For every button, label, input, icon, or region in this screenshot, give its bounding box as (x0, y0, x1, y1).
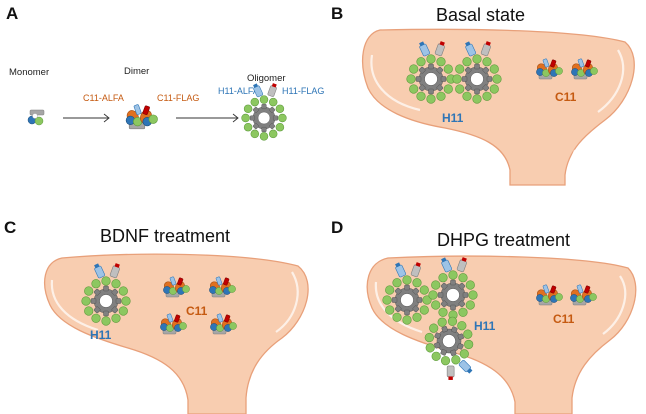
panel-c-h11-label: H11 (90, 328, 112, 342)
arrow-icon (63, 113, 110, 123)
panel-d-c11-label: C11 (553, 312, 575, 326)
monomer-label: Monomer (9, 67, 49, 78)
arrow-icon (176, 113, 239, 123)
panel-b-title: Basal state (436, 5, 525, 25)
h11-alfa-tag: H11-ALFA (218, 86, 259, 96)
panel-b-c11-label: C11 (555, 90, 577, 104)
panel-d-title: DHPG treatment (437, 230, 570, 250)
dimer-icon (124, 103, 158, 130)
c11-alfa-tag: C11-ALFA (83, 93, 124, 103)
h11-flag-tag: H11-FLAG (282, 86, 324, 96)
panel-b: B Basal state H11 C11 (331, 4, 635, 186)
panel-c: C BDNF treatment H11 C11 (4, 218, 309, 414)
panel-c-c11-label: C11 (186, 304, 208, 318)
panel-d-h11-label: H11 (474, 319, 496, 333)
monomer-icon (27, 109, 45, 126)
neuron-spine-b (362, 28, 635, 186)
dimer-label: Dimer (124, 66, 149, 77)
panel-b-h11-label: H11 (442, 111, 464, 125)
panel-c-title: BDNF treatment (100, 226, 230, 246)
panel-a-letter: A (6, 4, 18, 23)
oligomer-label: Oligomer (247, 73, 286, 84)
c11-flag-tag: C11-FLAG (157, 93, 199, 103)
panel-c-letter: C (4, 218, 16, 237)
panel-d: D DHPG treatment H11 C11 (331, 218, 637, 414)
panel-b-letter: B (331, 4, 343, 23)
panel-d-letter: D (331, 218, 343, 237)
panel-a: A Monomer Dimer Oligomer C11-ALFA C11-FL… (6, 4, 324, 141)
neuron-spine-c (44, 253, 309, 414)
